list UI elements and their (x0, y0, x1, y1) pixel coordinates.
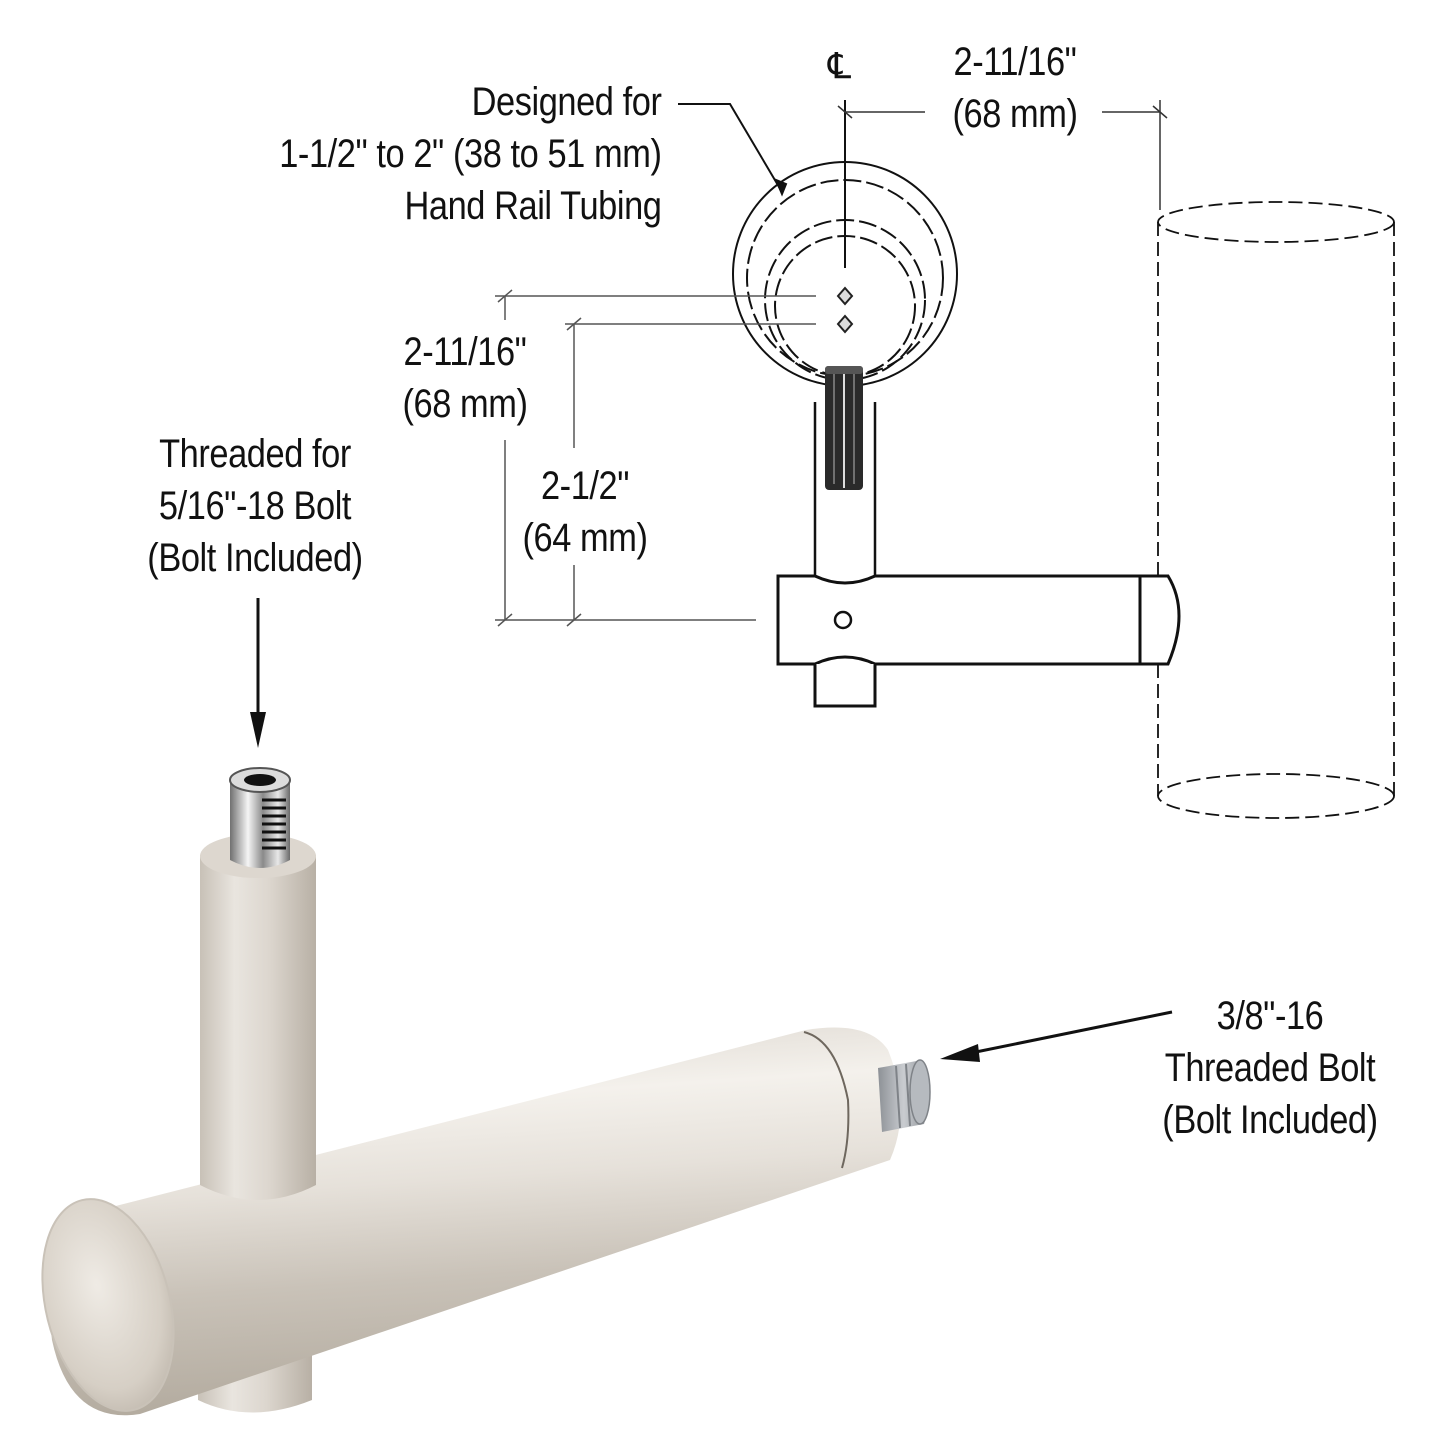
post-height-metric: (64 mm) (522, 516, 648, 560)
center-markers (836, 286, 854, 334)
vertical-dimension-lines (495, 289, 816, 627)
technical-drawing (495, 100, 1395, 819)
horizontal-dimension-line (837, 100, 1168, 210)
bracket-body-outline (776, 574, 1181, 708)
top-thread-line-1: Threaded for (159, 432, 351, 476)
tubing-line-2: 1-1/2" to 2" (38 to 51 mm) (278, 132, 662, 176)
wall-post-dashed-cylinder (1157, 201, 1395, 819)
post-height-imperial: 2-1/2" (540, 464, 630, 508)
top-bolt-drawing (825, 366, 863, 490)
top-bolt (229, 767, 291, 868)
total-height-label: 2-11/16" (68 mm) (370, 326, 559, 430)
total-height-imperial: 2-11/16" (403, 330, 527, 374)
side-thread-arrow (940, 1010, 1173, 1062)
horizontal-dimension-imperial: 2-11/16" (953, 40, 1077, 84)
product-photo-bracket (41, 767, 931, 1416)
post-height-label: 2-1/2" (64 mm) (499, 460, 671, 564)
side-thread-line-1: 3/8"-16 (1216, 994, 1324, 1038)
tubing-leader-arrow (678, 103, 788, 197)
top-thread-line-2: 5/16"-18 Bolt (158, 484, 352, 528)
tubing-annotation: Designed for 1-1/2" to 2" (38 to 51 mm) … (278, 76, 662, 232)
side-bolt (878, 1059, 931, 1132)
top-thread-callout: Threaded for 5/16"-18 Bolt (Bolt Include… (122, 428, 389, 584)
top-thread-line-3: (Bolt Included) (147, 536, 363, 580)
tubing-line-1: Designed for (471, 80, 661, 124)
total-height-metric: (68 mm) (402, 382, 528, 426)
horizontal-dimension-label: 2-11/16" (68 mm) (920, 36, 1109, 140)
top-thread-arrow (250, 598, 266, 748)
horizontal-dimension-metric: (68 mm) (952, 92, 1078, 136)
side-thread-line-3: (Bolt Included) (1162, 1098, 1378, 1142)
side-thread-callout: 3/8"-16 Threaded Bolt (Bolt Included) (1150, 990, 1391, 1146)
centerline-symbol: ℄ (828, 46, 852, 87)
tubing-line-3: Hand Rail Tubing (403, 184, 661, 228)
side-thread-line-2: Threaded Bolt (1164, 1046, 1376, 1090)
